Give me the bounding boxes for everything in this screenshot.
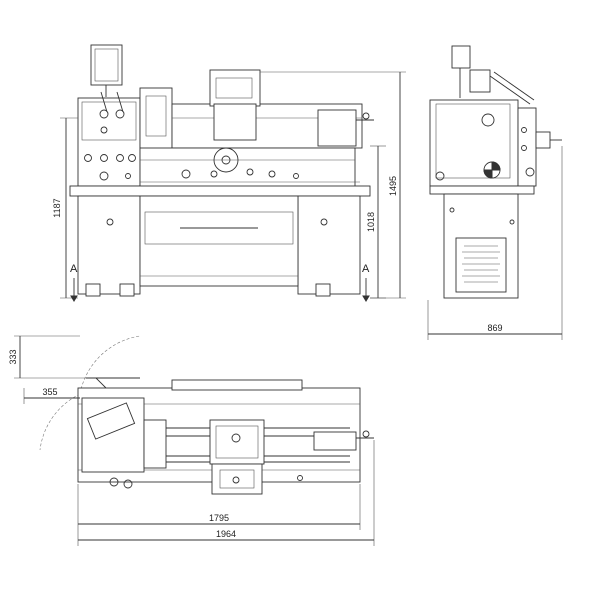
top-view: 333 355 1795 1964 [8, 335, 375, 546]
dim-1187: 1187 [52, 198, 62, 217]
center-drawer [139, 195, 299, 287]
section-mark-left: A [70, 263, 78, 275]
dim-1018: 1018 [366, 212, 376, 232]
dim-869: 869 [487, 323, 502, 333]
top-tailstock [313, 431, 357, 451]
tool-post [209, 69, 261, 107]
side-view: 869 [427, 45, 563, 340]
apron [139, 147, 356, 189]
headstock [77, 97, 141, 187]
door-swing-arc [79, 335, 141, 395]
dim-1495: 1495 [388, 176, 398, 196]
right-cabinet [297, 195, 361, 295]
side-headstock [429, 99, 519, 187]
dim-1964: 1964 [216, 529, 236, 539]
section-mark-right: A [362, 263, 370, 275]
vent-grille [455, 237, 507, 293]
front-view: 1187 1018 1495 A A [52, 44, 406, 302]
dim-333: 333 [8, 349, 18, 364]
tailstock [317, 109, 357, 147]
left-cabinet [77, 195, 141, 295]
dim-355: 355 [42, 387, 57, 397]
side-control-panel [451, 45, 471, 69]
handwheel [213, 147, 239, 173]
top-apron [211, 463, 263, 495]
dim-1795: 1795 [209, 513, 229, 523]
chuck [139, 87, 173, 151]
control-panel [90, 44, 123, 86]
chip-tray [69, 185, 371, 197]
